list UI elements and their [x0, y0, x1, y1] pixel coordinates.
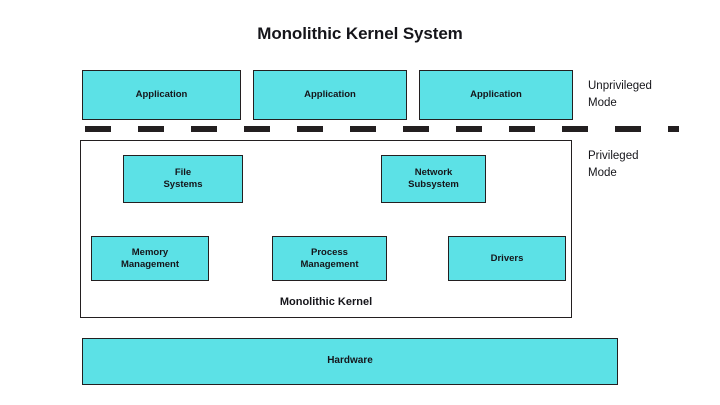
- page-title: Monolithic Kernel System: [257, 24, 463, 43]
- privileged-mode-label: Privileged Mode: [588, 150, 639, 179]
- application-box-1[interactable]: Application: [82, 70, 241, 120]
- kernel-component-network-subsystem[interactable]: Network Subsystem: [381, 155, 486, 203]
- kernel-component-process-management[interactable]: Process Management: [272, 236, 387, 281]
- application-box-3[interactable]: Application: [419, 70, 573, 120]
- unprivileged-mode-label: Unprivileged Mode: [588, 80, 652, 109]
- kernel-component-memory-management[interactable]: Memory Management: [91, 236, 209, 281]
- kernel-component-drivers[interactable]: Drivers: [448, 236, 566, 281]
- privilege-boundary-dashed-line: [85, 126, 679, 132]
- monolithic-kernel-label: Monolithic Kernel: [279, 296, 373, 308]
- hardware-box[interactable]: Hardware: [82, 338, 618, 385]
- kernel-component-file-systems[interactable]: File Systems: [123, 155, 243, 203]
- application-box-2[interactable]: Application: [253, 70, 407, 120]
